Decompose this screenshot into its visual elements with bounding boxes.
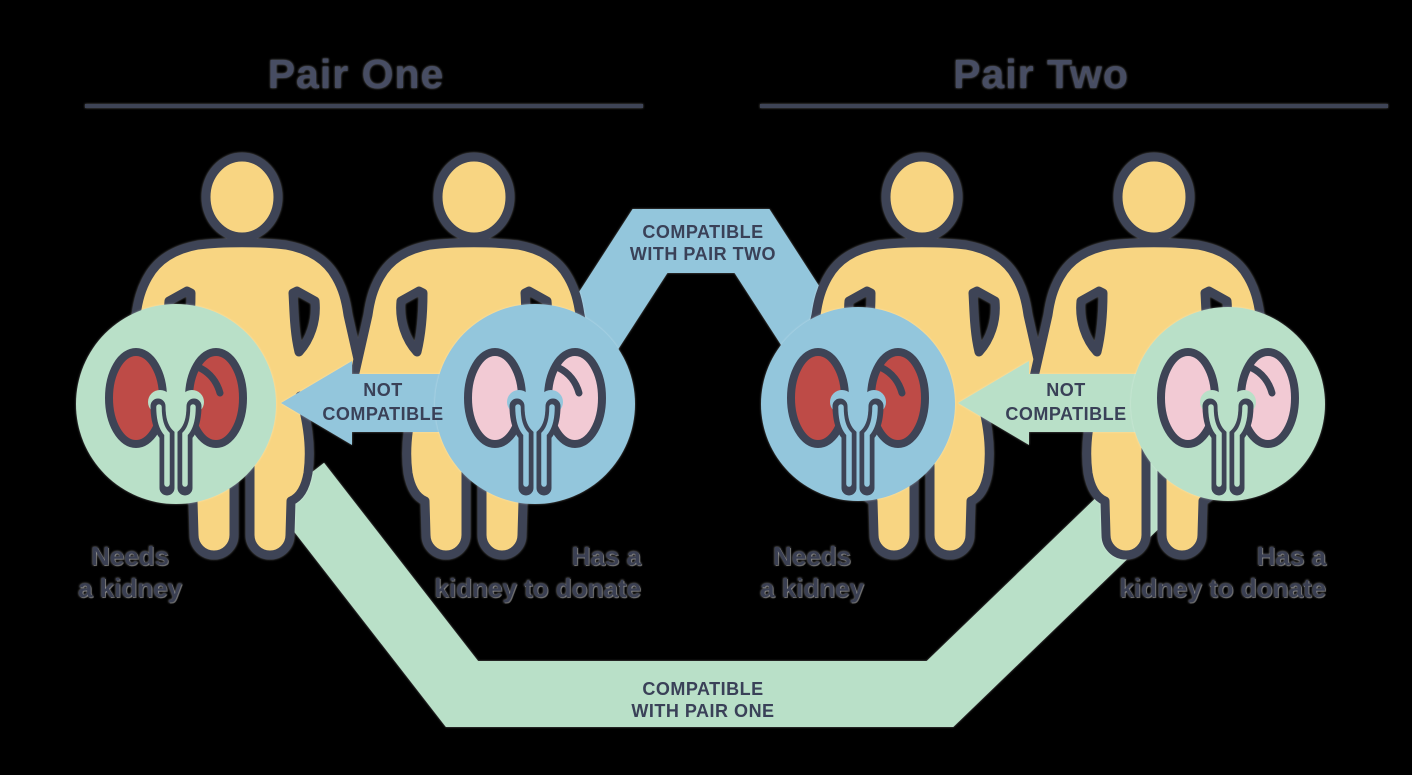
compatible-bottom-caption-line1: COMPATIBLE [642,679,763,699]
kidney-badge-donor-pair-two [1131,307,1325,501]
person-labels: Needs a kidney Has a kidney to donate Ne… [78,541,1327,603]
pair-two-underline [760,104,1388,108]
kidney-badge-recipient-pair-two [761,307,955,501]
not-compatible-right-caption-line2: COMPATIBLE [1005,404,1126,424]
not-compatible-right-caption-line1: NOT [1046,380,1086,400]
recipient-two-label-line1: Needs [773,541,851,571]
pair-one-underline [85,104,643,108]
donor-two-label-line2: kidney to donate [1119,573,1326,603]
compatible-with-pair-one-band [271,450,1191,727]
donor-two-label-line1: Has a [1257,541,1327,571]
not-compatible-left-caption-line1: NOT [363,380,403,400]
not-compatible-left-caption-line2: COMPATIBLE [322,404,443,424]
kidney-badges [76,304,1325,504]
pair-headers: Pair One Pair Two [85,51,1388,108]
band-captions: COMPATIBLE WITH PAIR TWO COMPATIBLE WITH… [322,222,1126,721]
donor-one-label-line2: kidney to donate [434,573,641,603]
recipient-one-label-line2: a kidney [78,573,183,603]
recipient-two-label-line2: a kidney [760,573,865,603]
compatible-top-caption-line2: WITH PAIR TWO [630,244,776,264]
compatible-bottom-caption-line2: WITH PAIR ONE [631,701,774,721]
compatible-top-caption-line1: COMPATIBLE [642,222,763,242]
pair-one-title: Pair One [268,51,445,97]
kidney-badge-recipient-pair-one [76,304,276,504]
kidney-badge-donor-pair-one [435,304,635,504]
recipient-one-label-line1: Needs [91,541,169,571]
pair-two-title: Pair Two [953,51,1129,97]
donor-one-label-line1: Has a [572,541,642,571]
not-compatible-arrow-right [958,361,1170,445]
